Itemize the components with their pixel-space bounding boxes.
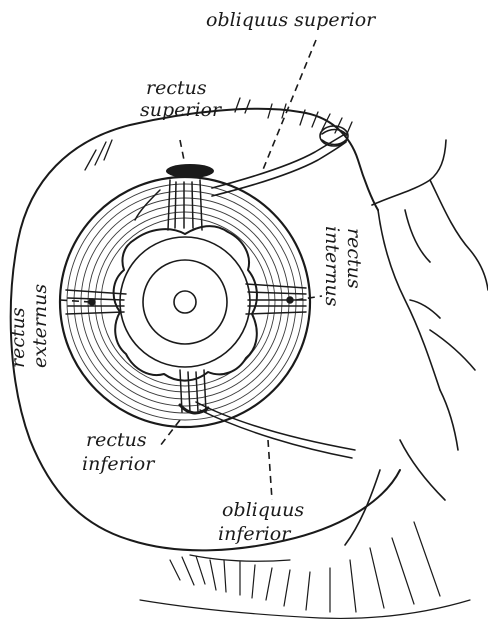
- eyeball-shading: [67, 184, 303, 420]
- label-rectus-externus-line1: rectus: [7, 307, 29, 368]
- leader-obliquus-superior: [262, 40, 316, 172]
- leader-rectus-superior: [180, 140, 184, 160]
- pupil: [174, 291, 196, 313]
- label-obliquus-inferior-line2: inferior: [218, 523, 292, 545]
- rectus-externus-muscle: [66, 290, 126, 314]
- label-rectus-superior-line1: rectus: [146, 77, 207, 99]
- conjunctiva-edge: [114, 226, 257, 381]
- label-rectus-inferior-line2: inferior: [82, 453, 156, 475]
- label-obliquus-inferior-line1: obliquus: [222, 499, 304, 521]
- label-rectus-externus-line2: externus: [29, 284, 51, 368]
- label-rectus-internus-line1: rectus: [343, 228, 365, 289]
- iris: [143, 260, 227, 344]
- right-bone-structures: [345, 140, 488, 545]
- leader-rectus-inferior: [160, 420, 180, 446]
- label-rectus-inferior-line1: rectus: [86, 429, 147, 451]
- leader-obliquus-inferior: [268, 440, 272, 500]
- label-rectus-internus-line2: internus: [321, 226, 343, 307]
- leader-rectus-externus: [60, 300, 90, 302]
- eyeball-sclera: [60, 177, 310, 427]
- label-rectus-superior-line2: superior: [140, 99, 223, 121]
- obliquus-inferior-muscle: [196, 402, 355, 458]
- lower-bone-hatching: [140, 522, 470, 618]
- label-obliquus-superior: obliquus superior: [206, 9, 377, 31]
- cornea: [120, 237, 250, 367]
